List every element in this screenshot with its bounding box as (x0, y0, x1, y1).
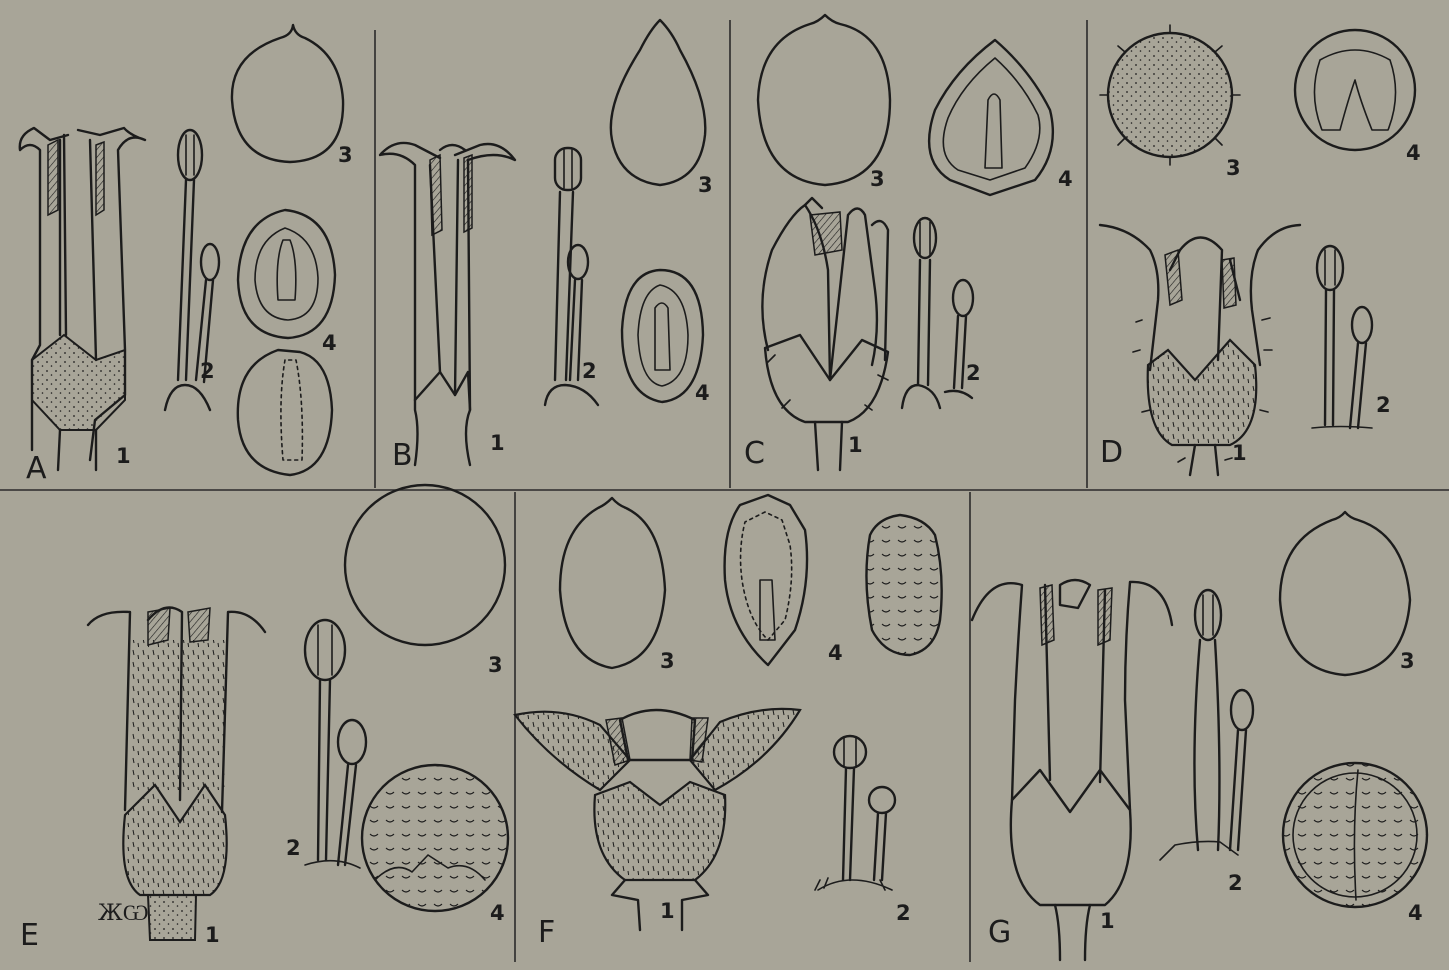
seed-outline (1280, 512, 1410, 675)
seed-surface (1283, 763, 1427, 907)
part-number: 4 (695, 381, 710, 405)
part-number: 4 (1406, 141, 1421, 165)
part-number: 1 (116, 444, 131, 468)
panel-label: B (392, 438, 413, 473)
panel-f: F 1 2 3 4 (515, 495, 942, 950)
seed-section (1295, 30, 1415, 150)
part-number: 3 (338, 143, 353, 167)
flower (515, 709, 800, 930)
part-number: 4 (828, 641, 843, 665)
part-number: 2 (286, 836, 301, 860)
seed-section (622, 270, 703, 402)
part-number: 1 (205, 923, 220, 947)
seed-outline (560, 498, 665, 668)
stamens (815, 736, 895, 890)
seed-section (929, 40, 1053, 195)
part-number: 4 (1408, 901, 1423, 925)
part-number: 2 (1376, 393, 1391, 417)
panel-e: E ЖѠ 1 2 3 4 (20, 485, 508, 953)
flower-section (972, 580, 1172, 960)
part-number: 4 (322, 331, 337, 355)
part-number: 3 (1400, 649, 1415, 673)
panel-c: C 1 2 3 4 (744, 15, 1073, 471)
part-number: 1 (1232, 441, 1247, 465)
part-number: 1 (1100, 909, 1115, 933)
flower-section (88, 608, 265, 941)
stamens (305, 620, 366, 868)
panel-label: G (988, 915, 1011, 950)
panel-label: F (538, 915, 555, 950)
stamens (1160, 590, 1253, 860)
seed-outline (232, 25, 343, 162)
part-number: 4 (490, 901, 505, 925)
seed-sections (725, 495, 942, 665)
part-number: 1 (490, 431, 505, 455)
panel-g: G 1 2 3 4 (972, 512, 1427, 960)
part-number: 3 (698, 173, 713, 197)
part-number: 3 (488, 653, 503, 677)
part-number: 1 (660, 899, 675, 923)
part-number: 4 (1058, 167, 1073, 191)
seed-surface (362, 765, 508, 911)
part-number: 2 (966, 361, 981, 385)
part-number: 3 (660, 649, 675, 673)
stamens (1312, 246, 1372, 428)
panel-b: B 1 2 3 4 (380, 20, 713, 473)
part-number: 2 (1228, 871, 1243, 895)
seed-sections (238, 210, 335, 475)
flower-section (380, 143, 515, 465)
panel-label: D (1100, 435, 1123, 470)
panel-label: C (744, 436, 765, 471)
part-number: 2 (582, 359, 597, 383)
panel-label: E (20, 918, 39, 953)
seed-outline (1100, 25, 1240, 165)
part-number: 3 (870, 167, 885, 191)
flower (1100, 225, 1300, 475)
seed-outline (758, 15, 890, 185)
part-number: 2 (896, 901, 911, 925)
panel-a: A 1 2 3 4 (20, 25, 353, 486)
part-number: 2 (200, 359, 215, 383)
panel-label: A (26, 451, 47, 486)
seed-outline (611, 20, 705, 185)
artist-monogram: ЖѠ (98, 901, 149, 926)
flower (762, 198, 888, 470)
stamens (902, 218, 973, 408)
part-number: 1 (848, 433, 863, 457)
part-number: 3 (1226, 156, 1241, 180)
seed-outline (345, 485, 505, 645)
flower-section (20, 128, 145, 470)
panel-d: D 1 2 3 4 (1100, 25, 1421, 475)
